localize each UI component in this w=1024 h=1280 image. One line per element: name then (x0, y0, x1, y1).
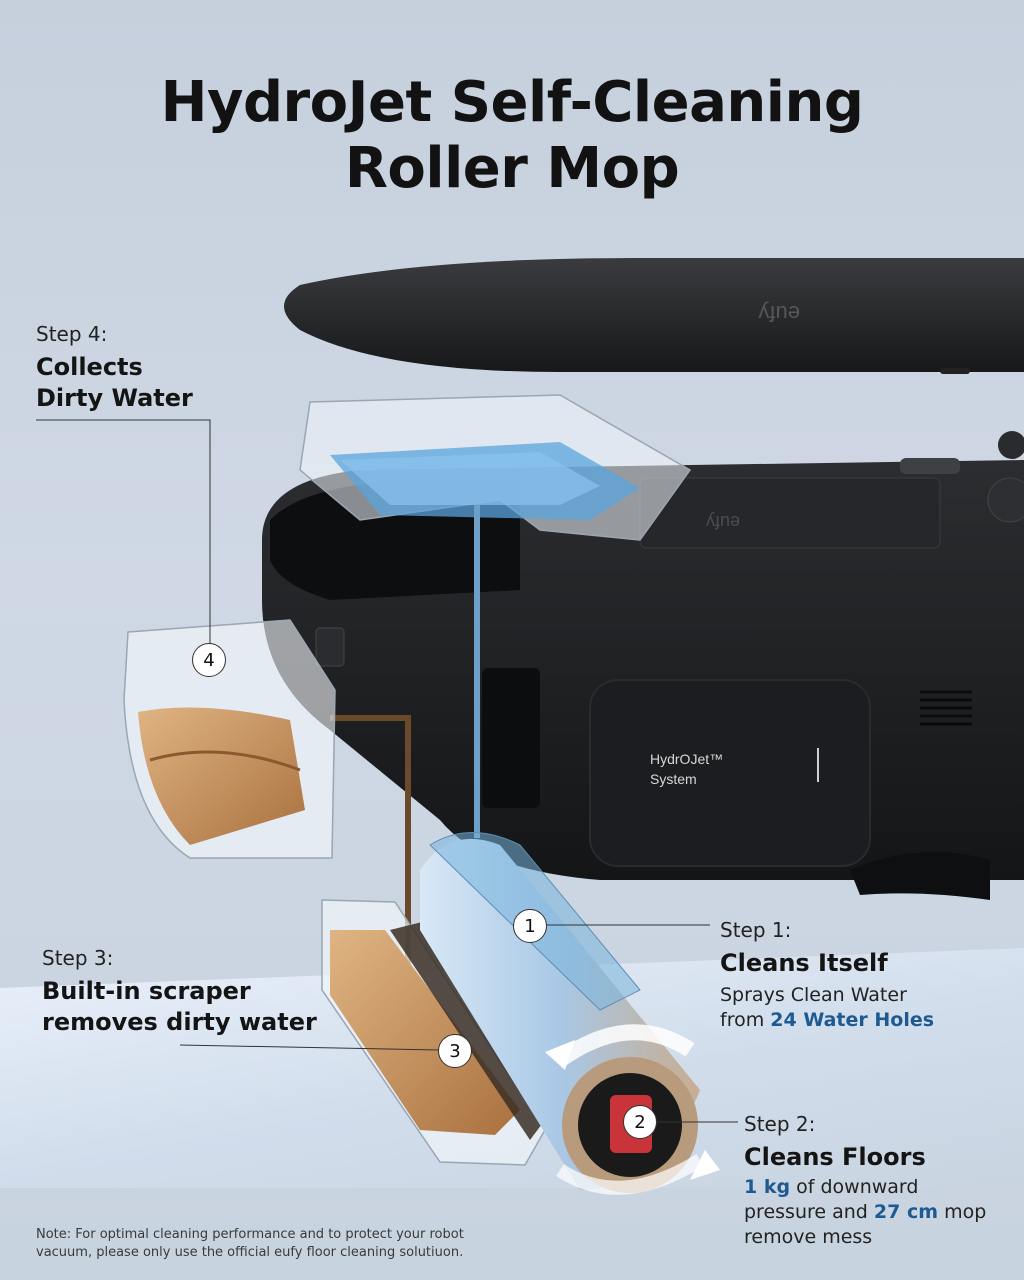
step-2-desc-text-1: of downward (790, 1176, 919, 1198)
step-2-desc-text-2: pressure and (744, 1201, 874, 1223)
robot-lid: eufy (284, 258, 1024, 374)
step-1-desc-line-2: from 24 Water Holes (720, 1008, 1010, 1033)
title-line-2: Roller Mop (344, 136, 680, 201)
step-1-label: Step 1: (720, 918, 792, 942)
step-4-callout: Step 4: Collects Dirty Water (36, 322, 276, 414)
step-1-desc-highlight: 24 Water Holes (770, 1009, 935, 1031)
clean-water-tank (299, 394, 692, 541)
step-2-desc-line-2: pressure and 27 cm mop (744, 1200, 1020, 1225)
step-1-desc-line-1: Sprays Clean Water (720, 984, 907, 1006)
dirty-water-tank (123, 619, 336, 859)
brand-mark-body: eufy (706, 512, 740, 532)
dirty-water-pipe (330, 715, 411, 1000)
step-3-badge: 3 (438, 1034, 472, 1068)
step-4-label: Step 4: (36, 322, 108, 346)
step-2-desc-line-1: 1 kg of downward (744, 1175, 1020, 1200)
step-3-heading-1: Built-in scraper (42, 977, 251, 1005)
step-2-heading: Cleans Floors (744, 1143, 926, 1171)
step-2-desc-highlight-1: 1 kg (744, 1176, 791, 1198)
footnote-line-1: Note: For optimal cleaning performance a… (36, 1227, 464, 1242)
footnote: Note: For optimal cleaning performance a… (36, 1226, 596, 1262)
step-2-desc-text-3: mop (938, 1201, 987, 1223)
step-2-callout: Step 2: Cleans Floors 1 kg of downward p… (744, 1112, 1020, 1250)
leader-lines (36, 419, 738, 1123)
step-2-desc-highlight-2: 27 cm (873, 1201, 939, 1223)
step-4-heading-1: Collects (36, 353, 143, 381)
step-3-callout: Step 3: Built-in scraper removes dirty w… (42, 946, 362, 1038)
step-4-heading-2: Dirty Water (36, 384, 193, 412)
hydrojet-panel-line-2: System (650, 771, 697, 787)
step-2-label: Step 2: (744, 1112, 816, 1136)
step-1-badge: 1 (513, 909, 547, 943)
robot-body: eufy (262, 431, 1024, 900)
step-1-desc-text: from (720, 1009, 771, 1031)
step-4-badge: 4 (192, 643, 226, 677)
page-title: HydroJet Self-Cleaning Roller Mop (0, 70, 1024, 202)
brand-mark-lid: eufy (758, 301, 800, 326)
title-line-1: HydroJet Self-Cleaning (160, 70, 864, 135)
step-3-heading-2: removes dirty water (42, 1008, 317, 1036)
step-2-desc-line-3: remove mess (744, 1226, 873, 1248)
step-2-badge: 2 (623, 1105, 657, 1139)
step-3-label: Step 3: (42, 946, 114, 970)
step-1-callout: Step 1: Cleans Itself Sprays Clean Water… (720, 918, 1010, 1033)
vent-grille (920, 690, 972, 726)
footnote-line-2: vacuum, please only use the official euf… (36, 1245, 464, 1260)
step-1-heading: Cleans Itself (720, 949, 888, 977)
hydrojet-panel-line-1: HydrOJet™ (650, 751, 723, 767)
